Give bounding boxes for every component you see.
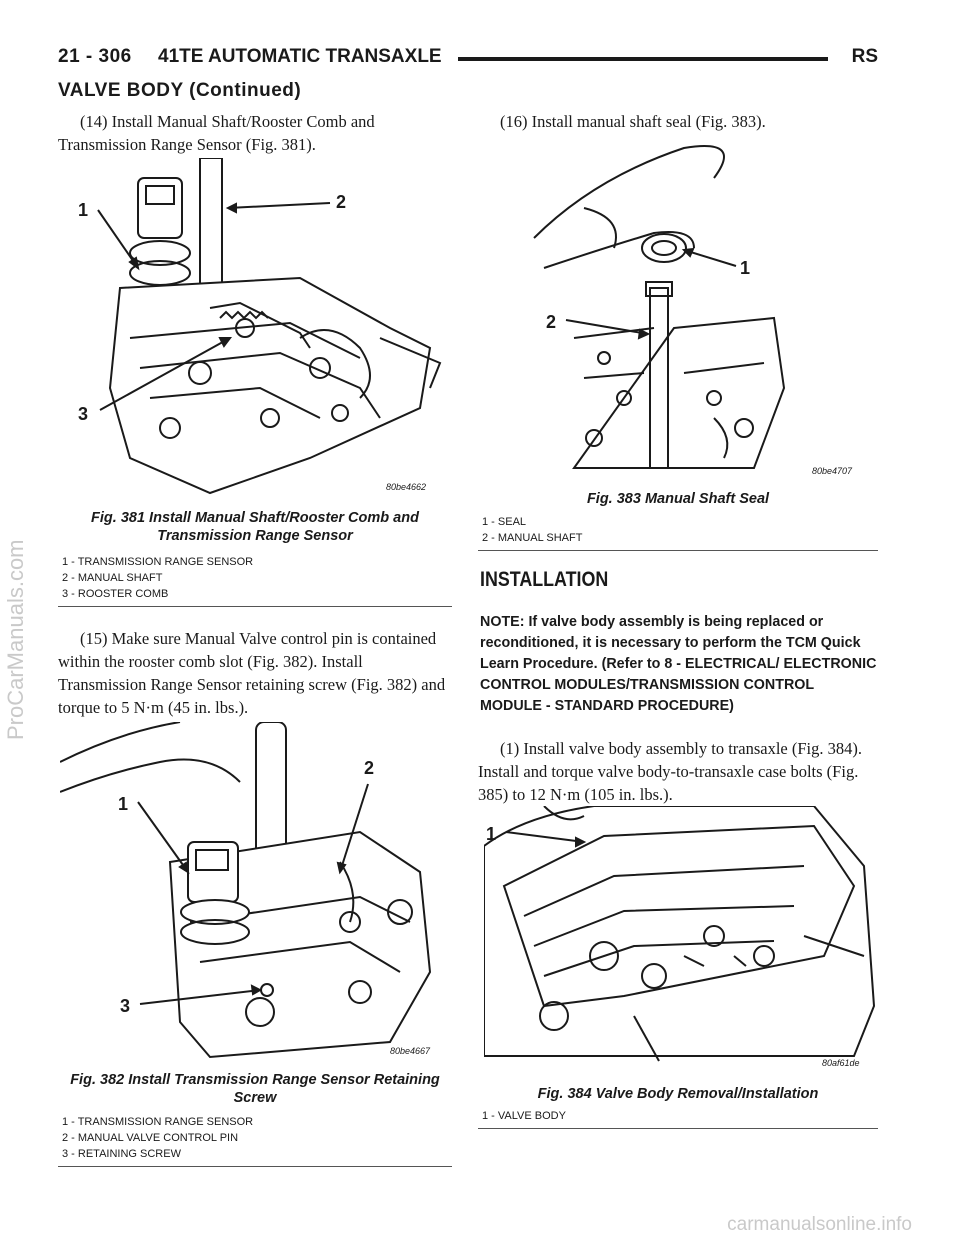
figure-384-title: Fig. 384 Valve Body Removal/Installation: [537, 1086, 819, 1102]
figure-381-rule: [58, 606, 452, 607]
figure-382-legend: 1 - TRANSMISSION RANGE SENSOR 2 - MANUAL…: [62, 1114, 253, 1162]
f384-callout-1: 1: [486, 824, 496, 844]
f383-code: 80be4707: [812, 466, 853, 476]
install-step-1: (1) Install valve body assembly to trans…: [478, 739, 863, 804]
legend-item: 1 - VALVE BODY: [482, 1110, 566, 1122]
model-code: RS: [851, 46, 878, 67]
figure-383-illustration: 1 2: [484, 138, 876, 478]
step-14: (14) Install Manual Shaft/Rooster Comb a…: [58, 112, 375, 154]
page-header: 21 - 306 41TE AUTOMATIC TRANSAXLE RS: [58, 46, 878, 74]
legend-item: 2 - MANUAL SHAFT: [62, 572, 163, 584]
legend-item: 1 - TRANSMISSION RANGE SENSOR: [62, 556, 254, 568]
f383-callout-2: 2: [546, 312, 556, 332]
step-15: (15) Make sure Manual Valve control pin …: [58, 629, 446, 717]
note-text: NOTE: If valve body assembly is being re…: [480, 614, 877, 714]
legend-item: 2 - MANUAL SHAFT: [482, 532, 583, 544]
f381-callout-3: 3: [78, 404, 88, 424]
figure-383-rule: [478, 550, 878, 551]
f382-callout-1: 1: [118, 794, 128, 814]
page-number: 21 - 306: [58, 46, 132, 67]
legend-item: 1 - SEAL: [482, 516, 527, 528]
f382-code: 80be4667: [390, 1046, 431, 1056]
figure-382-title: Fig. 382 Install Transmission Range Sens…: [70, 1072, 440, 1106]
figure-381-legend: 1 - TRANSMISSION RANGE SENSOR 2 - MANUAL…: [62, 554, 253, 602]
section-heading: INSTALLATION: [480, 568, 609, 591]
figure-381-illustration: 1 2 3: [60, 158, 452, 498]
legend-item: 3 - ROOSTER COMB: [62, 588, 169, 600]
figure-382-illustration: 1 2 3: [60, 722, 452, 1062]
figure-384-illustration: 1: [484, 806, 876, 1066]
side-watermark: ProCarManuals.com: [3, 539, 28, 740]
f383-callout-1: 1: [740, 258, 750, 278]
legend-item: 2 - MANUAL VALVE CONTROL PIN: [62, 1132, 239, 1144]
section-title: 41TE AUTOMATIC TRANSAXLE: [158, 46, 442, 67]
f381-callout-1: 1: [78, 200, 88, 220]
f382-callout-2: 2: [364, 758, 374, 778]
legend-item: 3 - RETAINING SCREW: [62, 1148, 181, 1160]
f381-callout-2: 2: [336, 192, 346, 212]
f381-code: 80be4662: [386, 482, 427, 492]
header-rule: [458, 57, 828, 61]
figure-383-legend: 1 - SEAL 2 - MANUAL SHAFT: [482, 514, 582, 546]
step-16: (16) Install manual shaft seal (Fig. 383…: [500, 112, 766, 131]
figure-383-title: Fig. 383 Manual Shaft Seal: [586, 491, 770, 507]
footer-watermark: carmanualsonline.info: [727, 1214, 912, 1235]
figure-381-title: Fig. 381 Install Manual Shaft/Rooster Co…: [91, 510, 419, 544]
figure-382-rule: [58, 1166, 452, 1167]
f382-callout-3: 3: [120, 996, 130, 1016]
continued-title: VALVE BODY (Continued): [58, 80, 302, 101]
f384-code: 80af61de: [822, 1058, 860, 1068]
figure-384-rule: [478, 1128, 878, 1129]
legend-item: 1 - TRANSMISSION RANGE SENSOR: [62, 1116, 254, 1128]
figure-384-legend: 1 - VALVE BODY: [482, 1108, 566, 1124]
